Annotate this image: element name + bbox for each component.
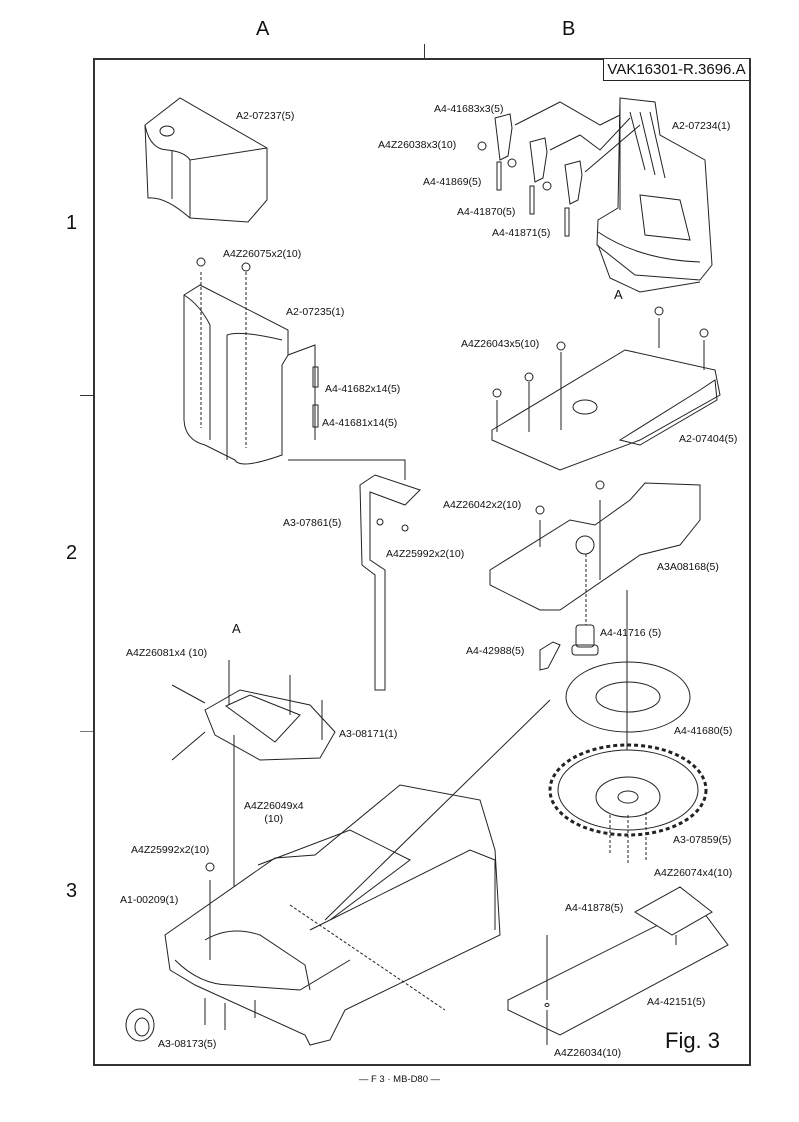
part-label: A4Z26042x2(10) xyxy=(443,499,522,511)
part-label: A2-07235(1) xyxy=(286,306,345,318)
part-label: A4-41870(5) xyxy=(457,206,516,218)
part-holder-drawing xyxy=(183,257,406,480)
part-label: A2-07234(1) xyxy=(672,120,731,132)
part-label: A2-07404(5) xyxy=(679,433,738,445)
row-divider-tick-2 xyxy=(80,731,93,732)
part-label: A3A08168(5) xyxy=(657,561,719,573)
row-divider-tick-1 xyxy=(80,395,93,396)
part-sheet-drawing xyxy=(507,886,729,1045)
figure-label: Fig. 3 xyxy=(665,1028,721,1053)
part-label: A4-42988(5) xyxy=(466,645,525,657)
part-label: A4Z26081x4 (10) xyxy=(126,647,208,659)
part-label: A4-41869(5) xyxy=(423,176,482,188)
part-label: A4Z26049x4 (10) xyxy=(244,800,304,825)
part-label: A1-00209(1) xyxy=(120,894,179,906)
row-label-1: 1 xyxy=(66,212,78,234)
part-flex-drawing xyxy=(359,474,421,691)
part-label: A3-07861(5) xyxy=(283,517,342,529)
part-label: A4-41878(5) xyxy=(565,902,624,914)
part-label: A4-41682x14(5) xyxy=(325,383,401,395)
column-label-b: B xyxy=(562,18,576,40)
part-label: A4Z25992x2(10) xyxy=(131,844,210,856)
row-label-2: 2 xyxy=(66,542,78,564)
column-divider-tick xyxy=(424,44,425,58)
part-mount-drawing xyxy=(171,660,336,960)
part-bracket-drawing xyxy=(539,641,561,671)
part-label: A4Z25992x2(10) xyxy=(386,548,465,560)
part-plate-drawing xyxy=(491,306,721,471)
assembly-marker-top: A xyxy=(614,287,623,302)
part-label: A4-41683x3(5) xyxy=(434,103,504,115)
part-label: A4-41681x14(5) xyxy=(322,417,398,429)
part-label: A4Z26043x5(10) xyxy=(461,338,540,350)
part-label: A4-41871(5) xyxy=(492,227,551,239)
part-label: A3-08171(1) xyxy=(339,728,398,740)
assembly-marker-middle: A xyxy=(232,621,241,636)
part-label: A3-08173(5) xyxy=(158,1038,217,1050)
part-label: A4-41680(5) xyxy=(674,725,733,737)
part-cap-drawing xyxy=(125,1008,155,1042)
column-label-a: A xyxy=(256,18,270,40)
part-label: A4Z26034(10) xyxy=(554,1047,622,1059)
part-body-drawing xyxy=(164,699,551,1046)
part-label: A4Z26075x2(10) xyxy=(223,248,302,260)
drawing-frame xyxy=(93,58,751,1066)
page-footer: — F 3 · MB-D80 — xyxy=(358,1074,441,1085)
part-chamber-drawing xyxy=(596,97,713,293)
part-label: A4-41716 (5) xyxy=(600,627,662,639)
part-dial-drawing xyxy=(548,743,708,865)
part-label: A4Z26038x3(10) xyxy=(378,139,457,151)
part-cover-drawing xyxy=(144,97,268,223)
part-washer-drawing xyxy=(565,661,691,733)
part-label: A4-42151(5) xyxy=(647,996,706,1008)
row-label-3: 3 xyxy=(66,880,78,902)
part-label: A3-07859(5) xyxy=(673,834,732,846)
document-id: VAK16301-R.3696.A xyxy=(603,59,749,81)
part-contacts-drawing xyxy=(477,101,641,237)
part-knob-drawing xyxy=(571,624,599,656)
part-label: A2-07237(5) xyxy=(236,110,295,122)
part-label: A4Z26074x4(10) xyxy=(654,867,733,879)
